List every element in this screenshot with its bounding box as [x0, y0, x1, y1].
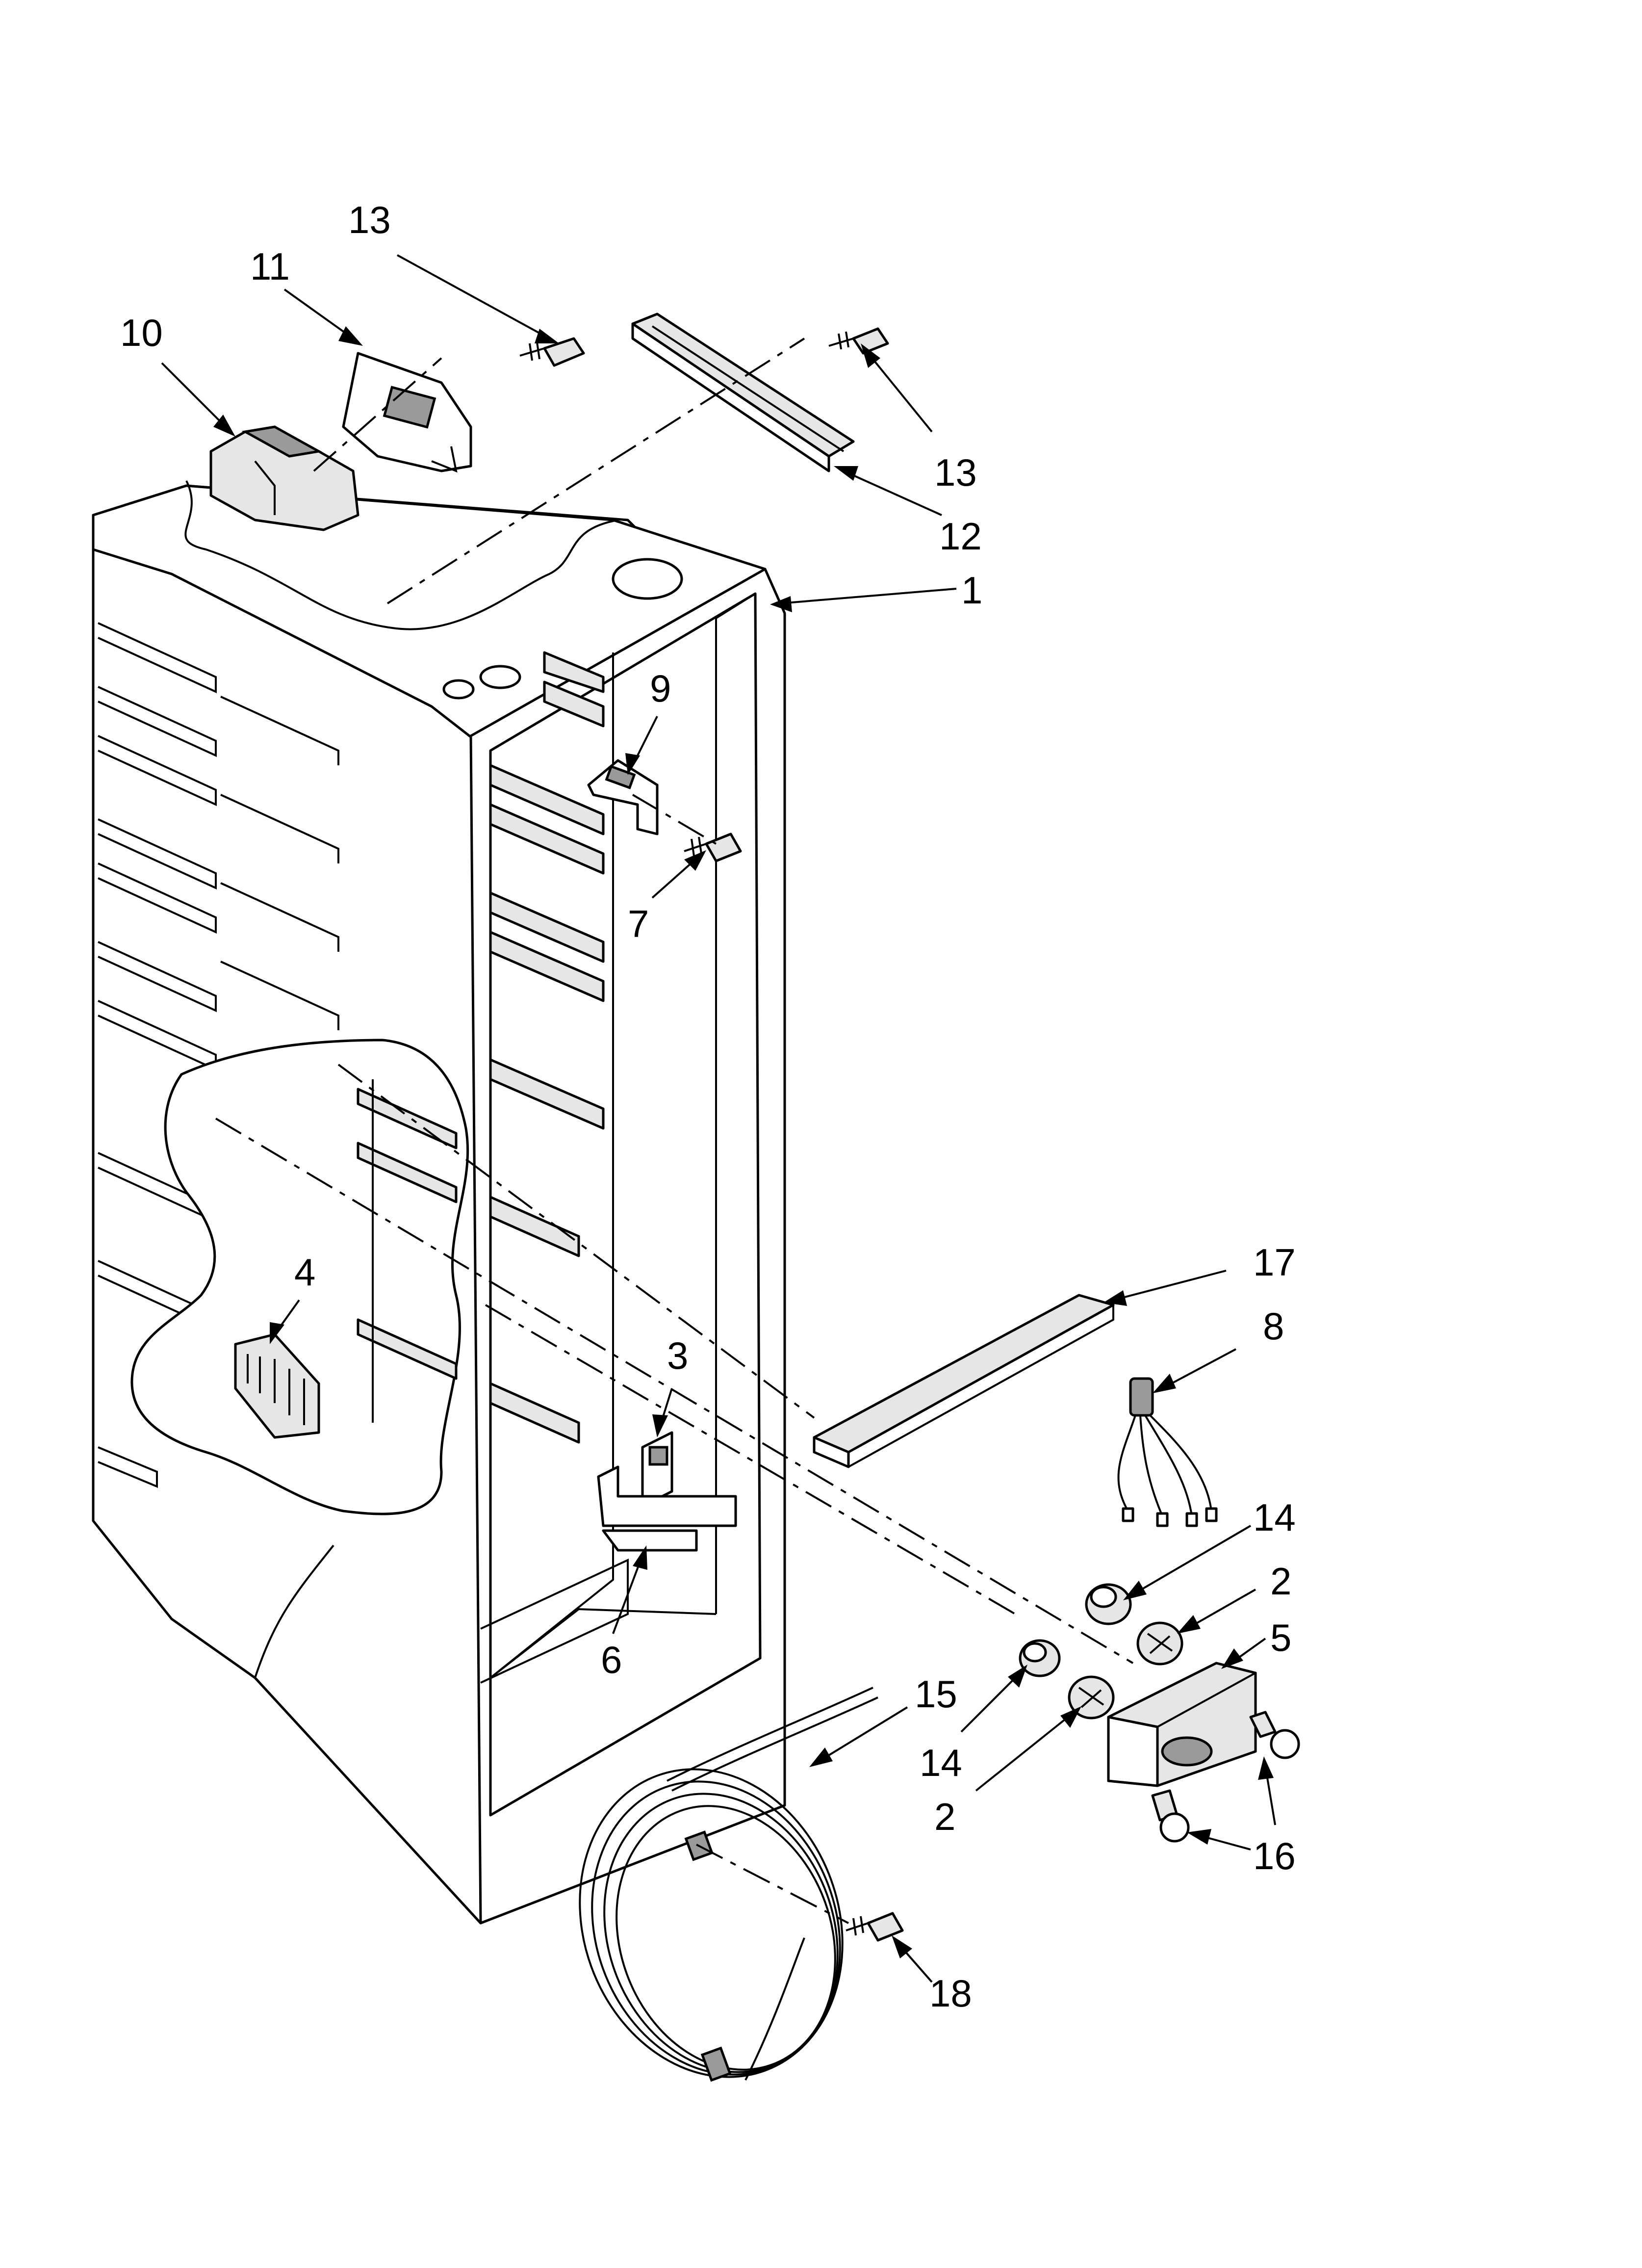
callout-18: 18	[929, 1972, 972, 2015]
part-2-socket-a	[1136, 1621, 1183, 1666]
callout-14-lower: 14	[920, 1741, 962, 1784]
callout-4: 4	[294, 1251, 315, 1294]
callout-labels: 13 11 10 13 12 1 9 7 4 3 17 8 14 2 5 6 1…	[120, 198, 1296, 2015]
leader-lines	[161, 254, 1276, 1983]
callout-13-top: 13	[348, 198, 391, 241]
part-5-light-housing	[1107, 1662, 1257, 1787]
part-16-plug-b	[1151, 1789, 1190, 1843]
callout-6: 6	[601, 1638, 622, 1681]
callout-8: 8	[1263, 1304, 1284, 1348]
part-7-screw	[684, 833, 742, 862]
part-13-screw-b	[828, 327, 889, 355]
callout-2-lower: 2	[934, 1795, 955, 1838]
callout-11: 11	[250, 245, 290, 288]
callout-16: 16	[1253, 1834, 1296, 1877]
part-14-bulb-b	[1019, 1639, 1061, 1677]
callout-10: 10	[120, 311, 163, 354]
callout-9: 9	[650, 667, 671, 710]
alignment-lines	[215, 338, 1134, 1924]
part-17-cover	[813, 1294, 1115, 1468]
callout-15: 15	[915, 1672, 957, 1716]
callout-17: 17	[1253, 1241, 1296, 1284]
part-6-channels	[597, 1465, 737, 1552]
callout-5: 5	[1270, 1616, 1291, 1659]
part-13-screw-a	[519, 337, 585, 367]
callout-7: 7	[628, 902, 649, 945]
part-18-screw	[846, 1912, 904, 1942]
callout-14-upper: 14	[1253, 1496, 1296, 1539]
part-16-plug-a	[1249, 1711, 1300, 1759]
part-3-bracket	[641, 1431, 673, 1508]
callout-2-upper: 2	[1270, 1560, 1291, 1603]
callout-12: 12	[939, 515, 982, 558]
part-4-vent	[234, 1333, 320, 1439]
part-8-wire-harness	[1117, 1377, 1218, 1527]
part-14-bulb-a	[1085, 1583, 1132, 1625]
part-9-bracket	[587, 759, 659, 835]
callout-3: 3	[667, 1334, 688, 1377]
part-11-bracket	[342, 352, 472, 473]
part-12-channel	[631, 313, 855, 472]
callout-13-right: 13	[934, 451, 977, 494]
part-10-control-housing	[209, 425, 359, 531]
callout-1: 1	[961, 569, 982, 612]
